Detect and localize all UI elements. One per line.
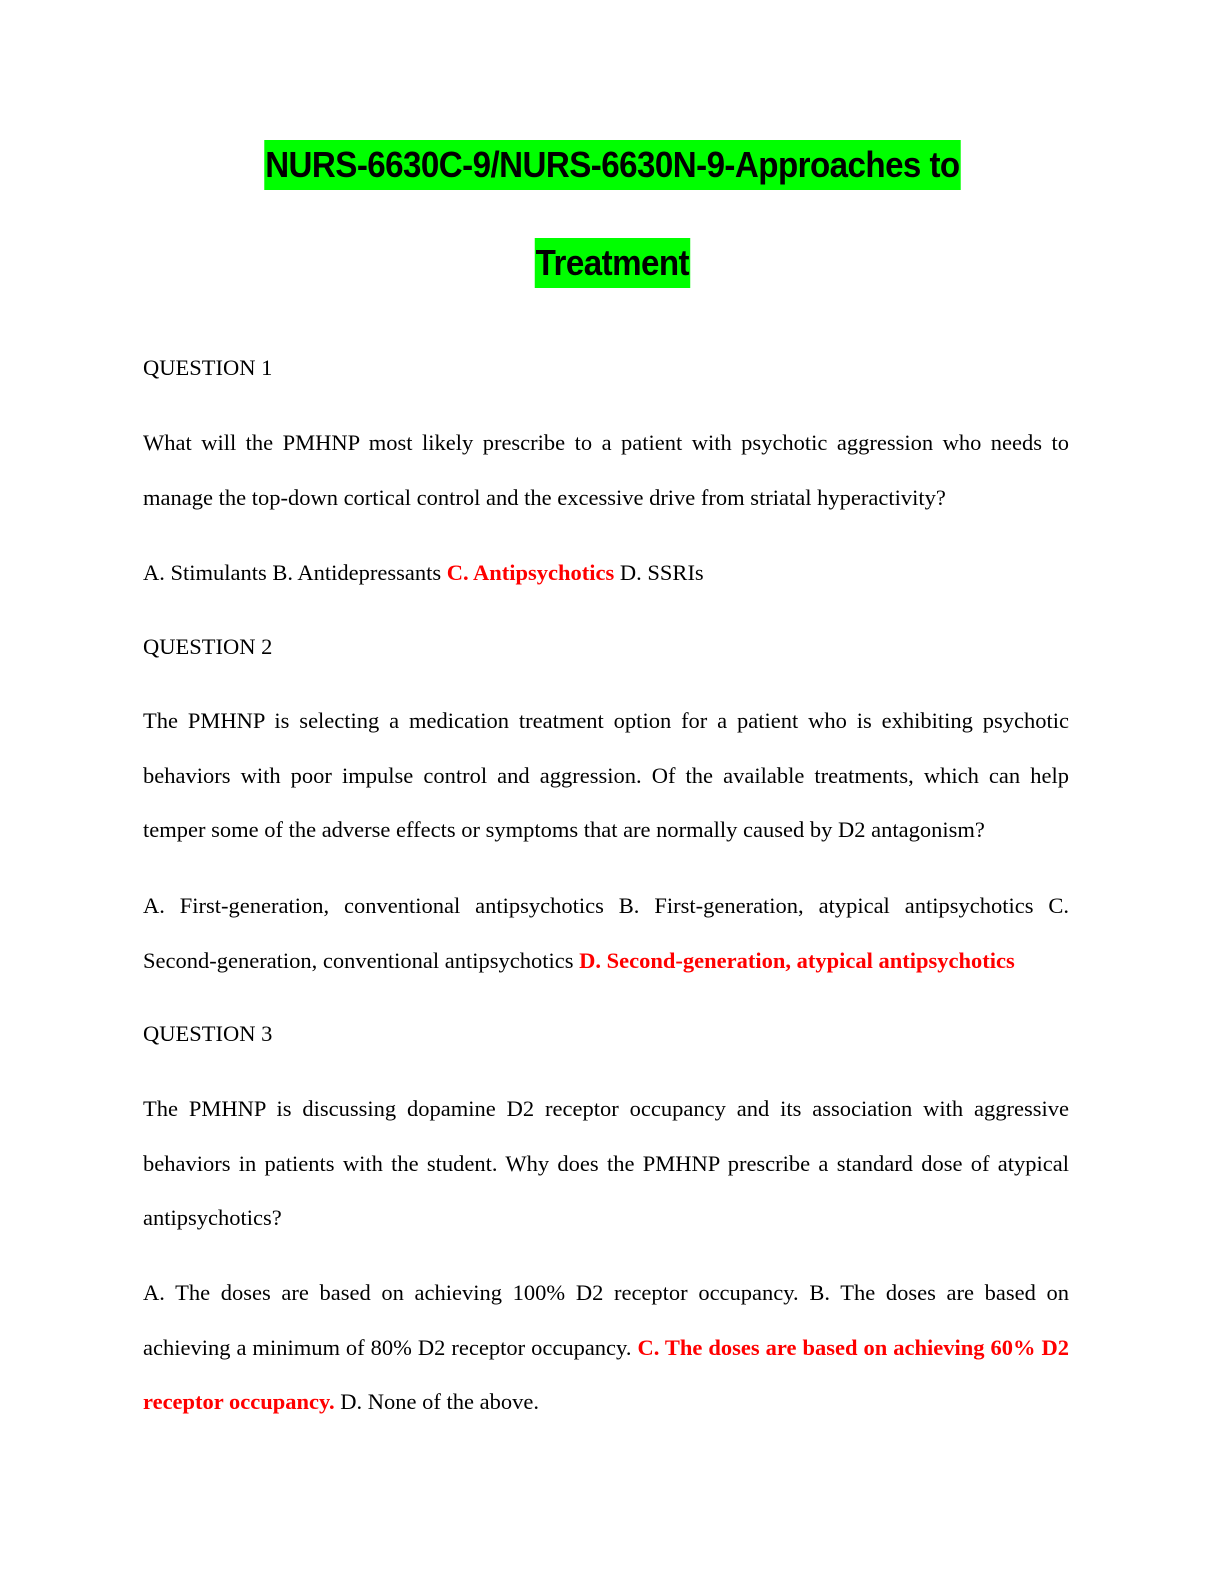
- document-title: NURS-6630C-9/NURS-6630N-9-Approaches to …: [0, 140, 1224, 336]
- question-2-prompt: The PMHNP is selecting a medication trea…: [143, 708, 1069, 843]
- question-3-options-before: A. The doses are based on achieving 100%…: [143, 1280, 1069, 1360]
- question-3-options: A. The doses are based on achieving 100%…: [143, 1266, 1069, 1430]
- question-3-options-after: D. None of the above.: [334, 1389, 539, 1415]
- question-3-prompt: The PMHNP is discussing dopamine D2 rece…: [143, 1096, 1069, 1231]
- question-2-options: A. First-generation, conventional antips…: [143, 879, 1069, 988]
- question-3-label: QUESTION 3: [143, 1021, 273, 1046]
- question-2-correct-answer: D. Second-generation, atypical antipsych…: [579, 947, 1015, 973]
- title-line-1: NURS-6630C-9/NURS-6630N-9-Approaches to: [263, 140, 961, 190]
- question-1-options-after: D. SSRIs: [614, 560, 704, 585]
- question-2-options-before: A. First-generation, conventional antips…: [143, 893, 1069, 973]
- question-3-correct-answer: C. The doses are based on achieving 60% …: [143, 1334, 1069, 1415]
- question-1-correct-answer: C. Antipsychotics: [446, 560, 615, 585]
- question-1-prompt: What will the PMHNP most likely prescrib…: [143, 430, 1069, 510]
- question-2-label: QUESTION 2: [143, 634, 273, 659]
- title-line-2: Treatment: [534, 238, 690, 288]
- question-1-label: QUESTION 1: [143, 355, 273, 380]
- question-1-options-before: A. Stimulants B. Antidepressants: [143, 560, 447, 585]
- question-1-options: A. Stimulants B. Antidepressants C. Anti…: [143, 546, 1069, 601]
